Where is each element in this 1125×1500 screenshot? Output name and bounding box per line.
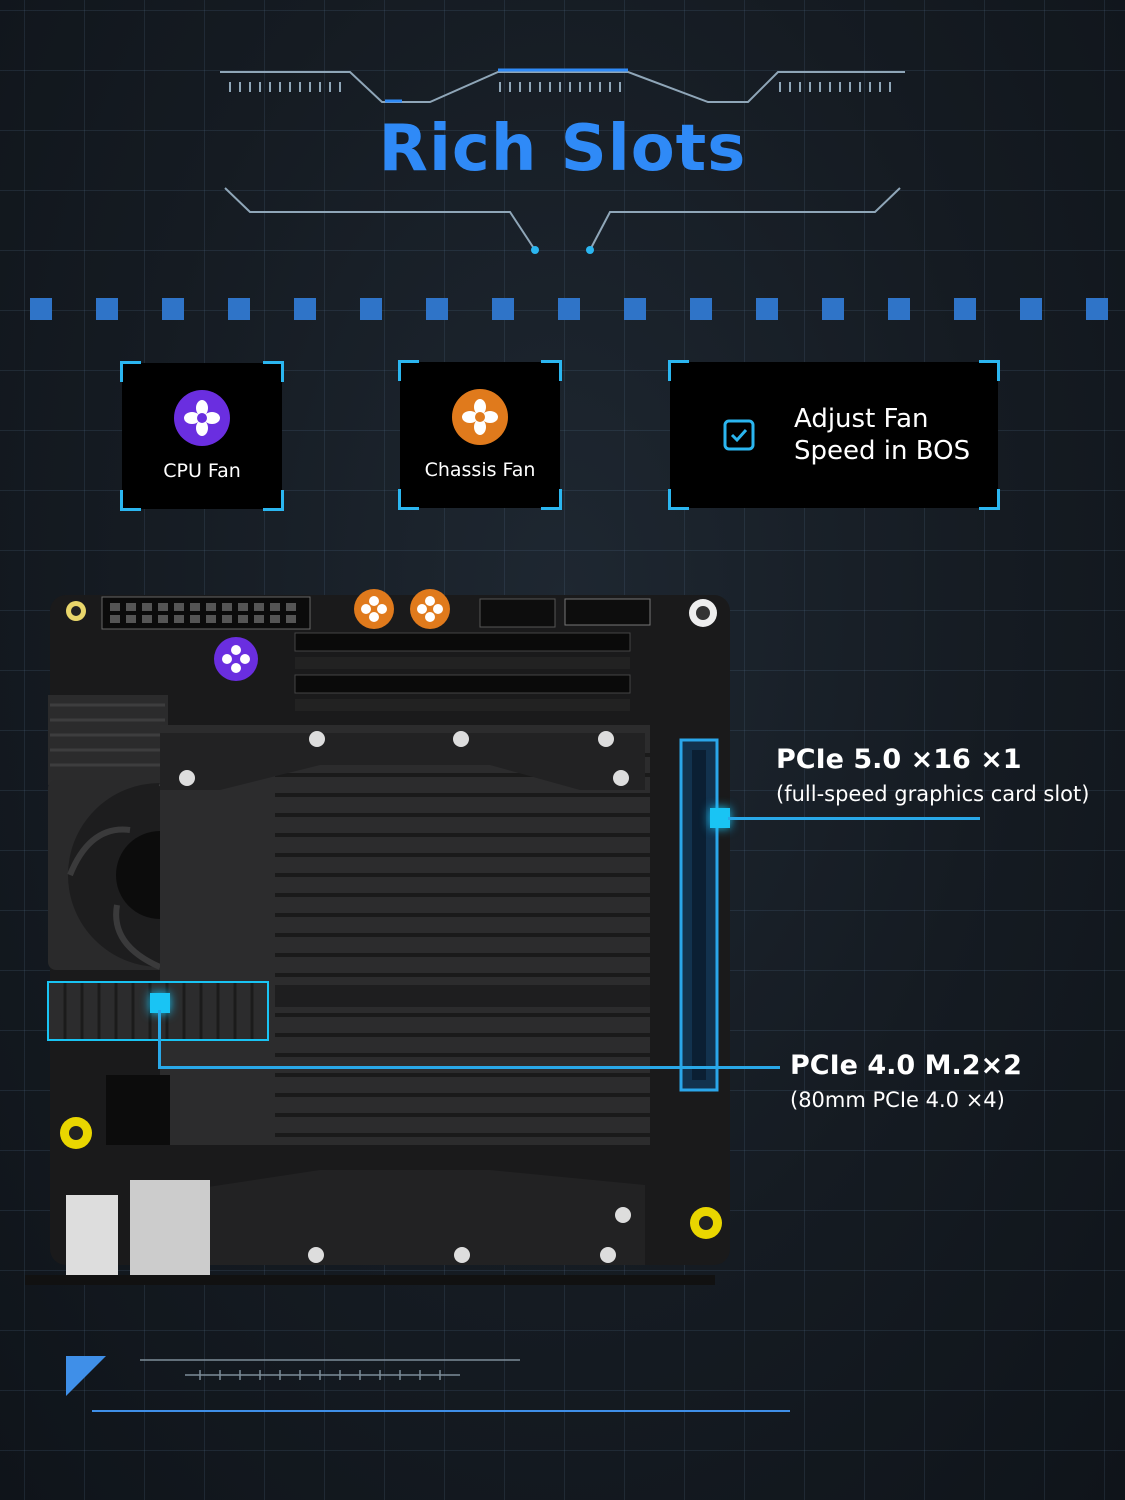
card-label: CPU Fan: [163, 460, 241, 482]
m2-callout-line-vertical: [158, 1010, 161, 1068]
checkbox-icon: [723, 419, 755, 451]
fan-icon: [452, 389, 508, 445]
divider-squares: [30, 298, 1110, 320]
feature-card-cpu-fan: CPU Fan: [120, 361, 284, 511]
m2-callout-line-horizontal: [158, 1066, 780, 1069]
m2-callout-subtitle: (80mm PCIe 4.0 ×4): [790, 1088, 1005, 1112]
card-label-line1: Adjust Fan: [794, 404, 929, 434]
pcie-callout-line: [728, 817, 980, 820]
pcie-slot-marker: [710, 808, 730, 828]
m2-slot-marker: [150, 993, 170, 1013]
fan-icon: [174, 390, 230, 446]
chassis-fan-header-icon: [354, 589, 450, 629]
motherboard-image: [25, 589, 730, 1285]
feature-card-adjust-fan-speed: Adjust Fan Speed in BOS: [668, 360, 1000, 510]
card-label: Chassis Fan: [424, 459, 536, 481]
pcie5-callout-subtitle: (full-speed graphics card slot): [776, 782, 1090, 806]
ram-slots: [294, 632, 631, 711]
card-label-line2: Speed in BOS: [794, 436, 971, 466]
cpu-fan-header-icon: [214, 637, 258, 681]
pcie5-callout-title: PCIe 5.0 ×16 ×1: [776, 744, 1022, 775]
m2-callout-title: PCIe 4.0 M.2×2: [790, 1050, 1022, 1081]
page-title: Rich Slots: [378, 112, 747, 186]
header-frame-decoration: [220, 68, 905, 254]
atx-power-connector: [101, 596, 311, 630]
feature-card-chassis-fan: Chassis Fan: [398, 360, 562, 510]
